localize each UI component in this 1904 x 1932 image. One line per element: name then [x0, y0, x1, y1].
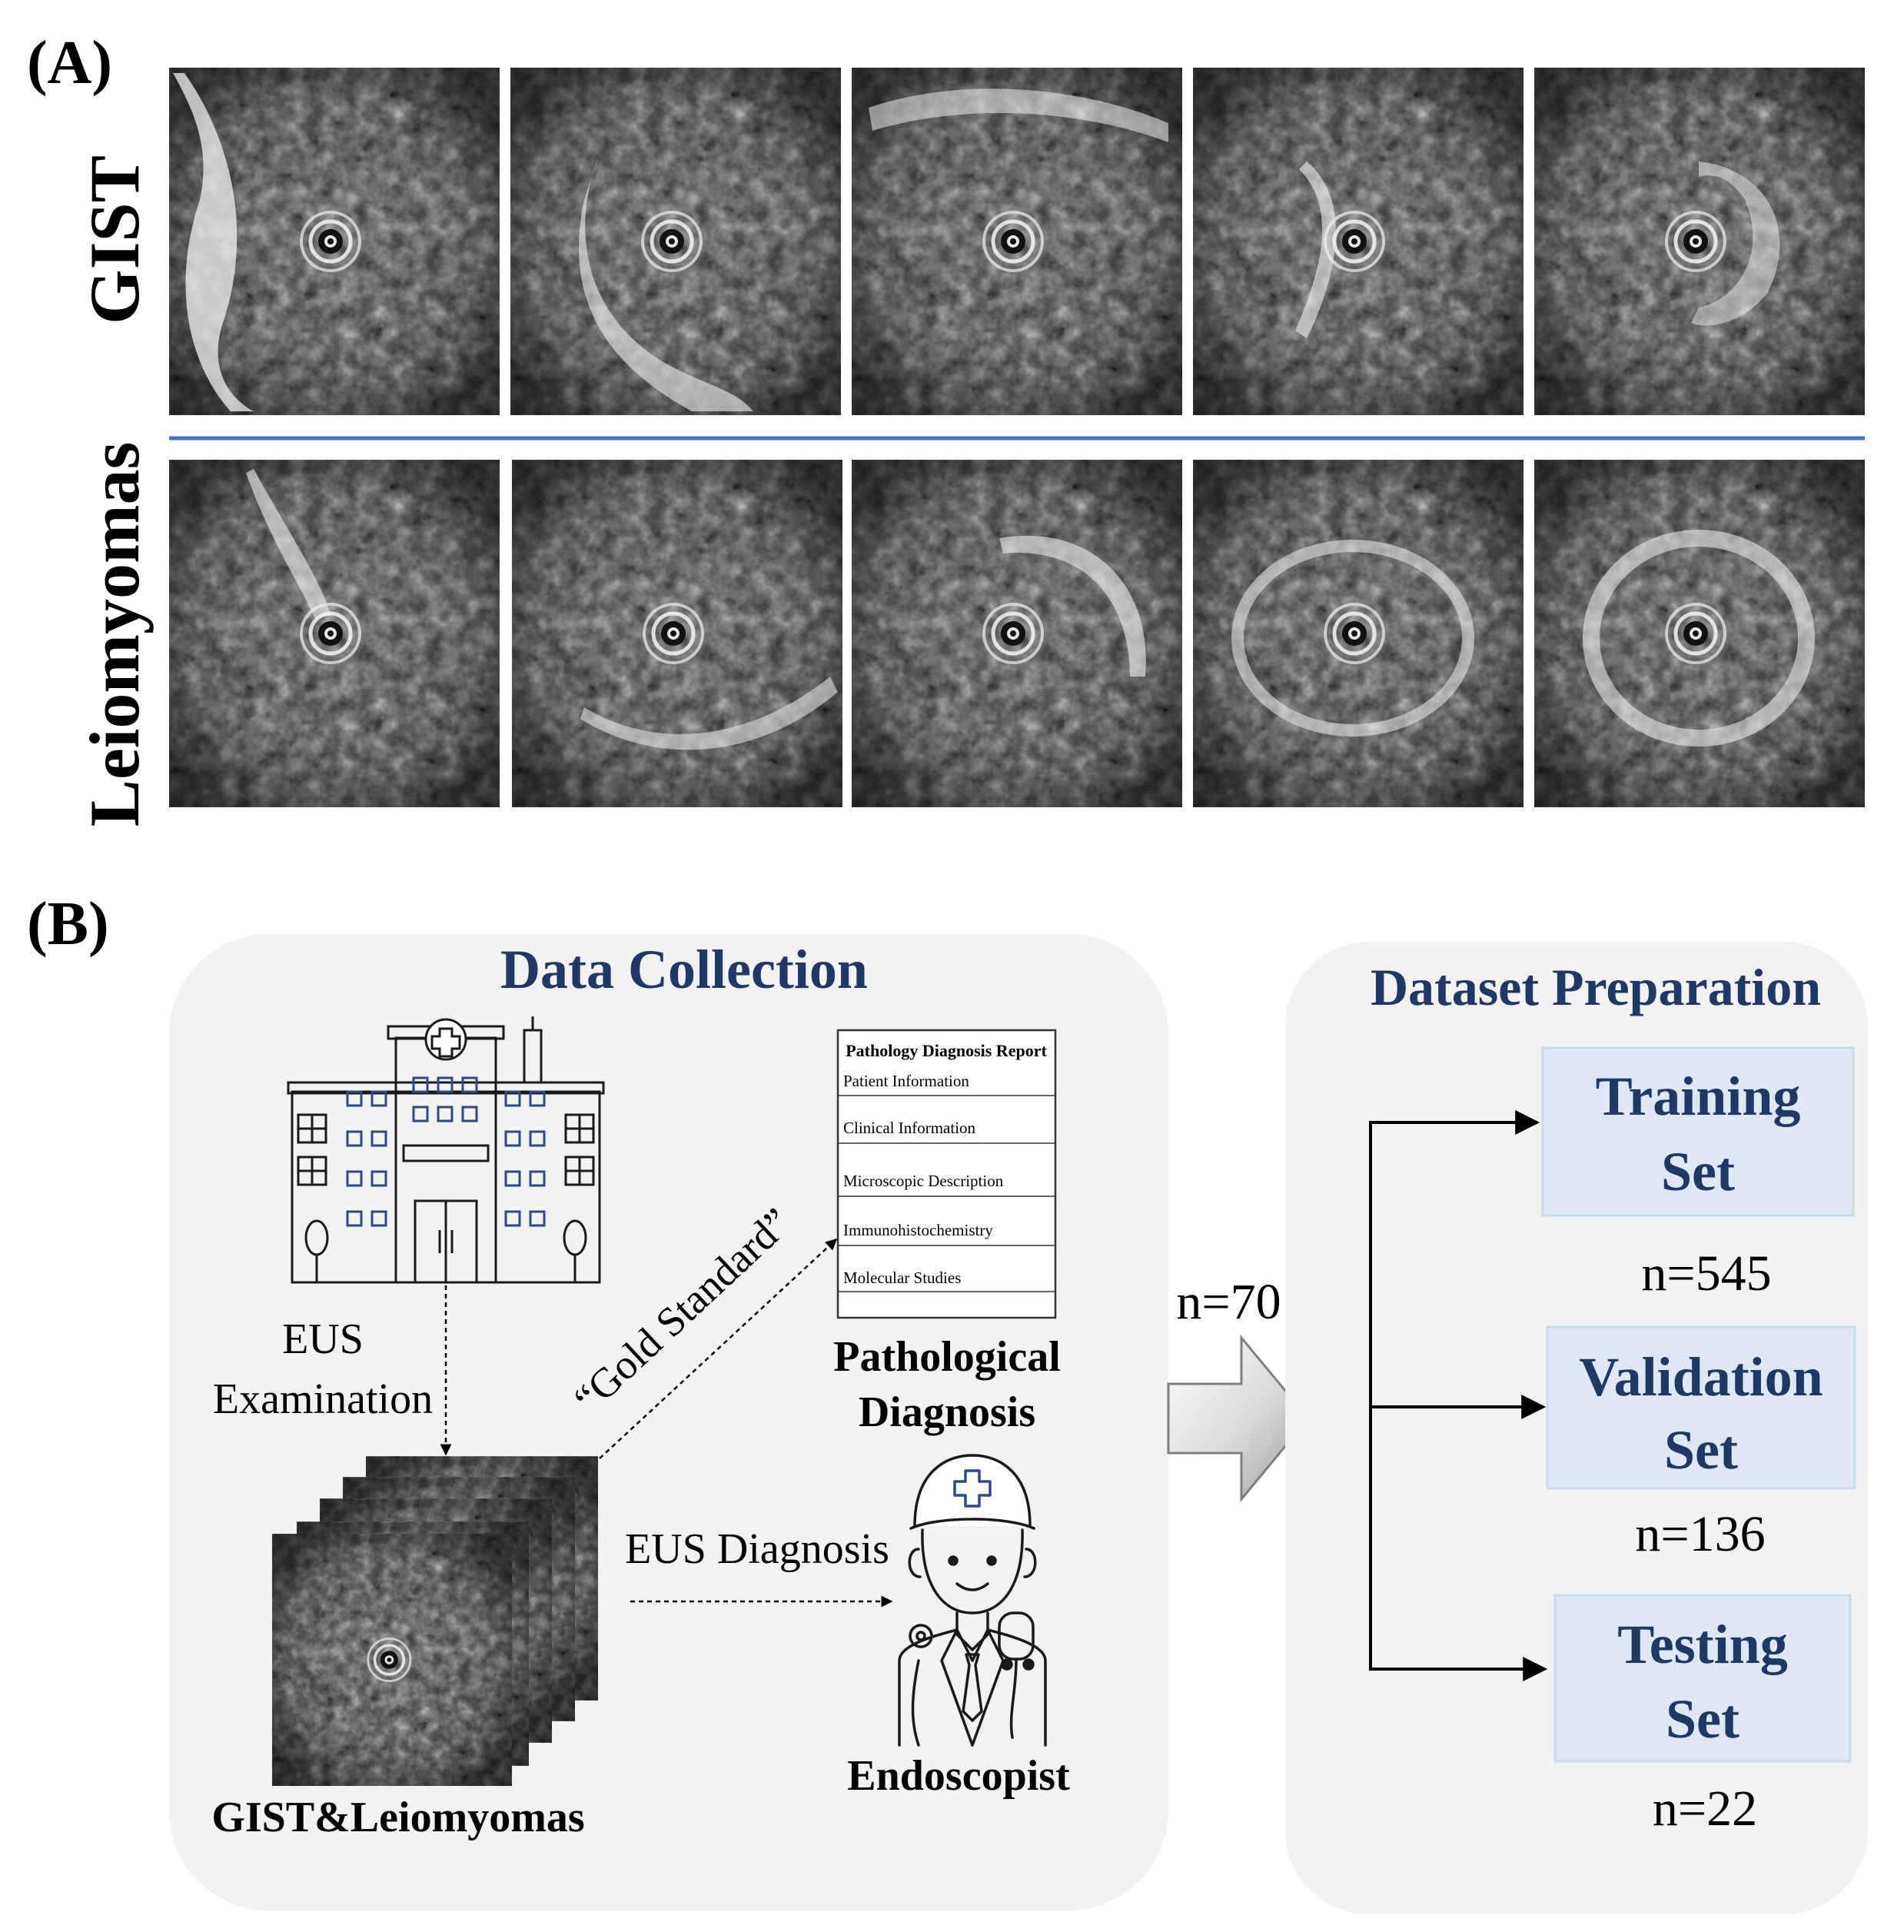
ultrasound-image: [169, 460, 500, 807]
gist-leiomyomas-label: GIST&Leiomyomas: [211, 1794, 584, 1841]
testing-set-label-line1: Testing: [1617, 1614, 1787, 1675]
training-set-label-line1: Training: [1596, 1066, 1801, 1127]
testing-set-count: n=22: [1653, 1781, 1757, 1837]
endoscopist-label: Endoscopist: [847, 1752, 1070, 1800]
eus-exam-label-line2: Examination: [213, 1375, 433, 1423]
flow-arrow-icon: [1167, 1334, 1310, 1503]
validation-set-box: [1546, 1325, 1856, 1490]
echo-bright-band: [580, 677, 838, 750]
echo-bright-band: [1295, 161, 1336, 338]
training-set-count: n=545: [1641, 1245, 1771, 1302]
report-row: Patient Information: [843, 1072, 969, 1090]
training-set-box: [1541, 1046, 1855, 1217]
report-row: Molecular Studies: [843, 1269, 961, 1287]
panel-b-label: (B): [27, 890, 109, 958]
training-set-label-line2: Set: [1661, 1141, 1735, 1202]
doctor-icon: [898, 1454, 1047, 1747]
report-row: Microscopic Description: [843, 1172, 1004, 1190]
testing-set-box: [1553, 1594, 1852, 1763]
leiomyoma-image-row: [169, 460, 1865, 807]
ultrasound-image: [1534, 68, 1865, 415]
pathological-diagnosis-line2: Diagnosis: [859, 1388, 1035, 1436]
validation-set-label-line2: Set: [1664, 1419, 1738, 1481]
gist-image-row: [169, 68, 1865, 415]
echo-bright-ring: [1583, 530, 1815, 747]
pathology-report: Pathology Diagnosis Report Patient Infor…: [836, 1029, 1057, 1319]
echo-bright-band: [578, 154, 753, 411]
echo-bright-band: [869, 88, 1168, 142]
row-label-gist: GIST: [75, 155, 154, 324]
ultrasound-image: [512, 460, 842, 807]
ultrasound-image: [510, 68, 841, 415]
pathological-diagnosis-line1: Pathological: [833, 1333, 1061, 1381]
eus-image-stack: [272, 1456, 598, 1786]
echo-bright-band: [1691, 161, 1780, 326]
dataset-preparation-title: Dataset Preparation: [1371, 958, 1821, 1016]
row-label-leiomyomas: Leiomyomas: [75, 442, 154, 827]
echo-bright-band: [999, 535, 1146, 677]
report-title: Pathology Diagnosis Report: [846, 1041, 1047, 1060]
hospital-icon: [287, 1016, 605, 1284]
data-collection-title: Data Collection: [500, 939, 868, 1000]
total-count: n=701: [1176, 1274, 1306, 1330]
panel-a-label: (A): [27, 29, 112, 97]
echo-bright-band: [173, 73, 254, 411]
eus-exam-label-line1: EUS: [282, 1315, 364, 1363]
gold-standard-arrow: [599, 1238, 838, 1459]
ultrasound-image: [272, 1534, 512, 1786]
eus-diagnosis-label: EUS Diagnosis: [625, 1525, 889, 1573]
ultrasound-image: [1193, 68, 1524, 415]
validation-set-label-line1: Validation: [1579, 1346, 1823, 1408]
testing-set-label-line2: Set: [1666, 1688, 1740, 1750]
echo-bright-band: [246, 469, 331, 619]
echo-bright-ring: [1231, 540, 1474, 737]
report-row: Clinical Information: [843, 1119, 976, 1137]
split-arrows: [1369, 1110, 1548, 1681]
report-row: Immunohistochemistry: [843, 1221, 993, 1239]
validation-set-count: n=136: [1635, 1506, 1765, 1562]
